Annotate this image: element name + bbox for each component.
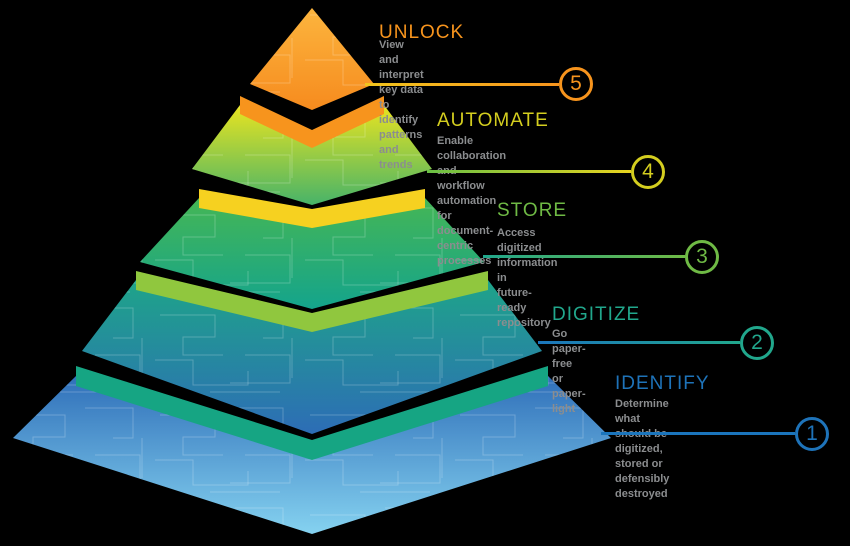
unlock-connector-line	[365, 83, 559, 86]
automate-circuit-overlay	[192, 105, 432, 205]
pyramid-level-digitize	[82, 271, 542, 434]
pyramid-level-automate	[192, 96, 432, 205]
store-circuit-overlay	[140, 198, 484, 309]
identify-title: IDENTIFY	[615, 373, 710, 394]
digitize-connector-line	[538, 341, 740, 344]
automate-number-badge: 4	[631, 155, 665, 189]
store-description: Access digitized information in future-r…	[497, 227, 558, 329]
automate-title: AUTOMATE	[437, 110, 549, 131]
identify-rim-band	[76, 366, 548, 460]
unlock-circuit-overlay	[250, 8, 374, 110]
identify-number-badge: 1	[795, 417, 829, 451]
pyramid-level-identify	[13, 366, 611, 534]
store-title: STORE	[497, 200, 568, 221]
pyramid-level-unlock	[250, 8, 374, 110]
unlock-title: UNLOCK	[379, 22, 465, 43]
digitize-title: DIGITIZE	[552, 304, 641, 325]
digitize-circuit-overlay	[82, 280, 542, 434]
unlock-number-badge: 5	[559, 67, 593, 101]
automate-description: Enable collaboration and workflow automa…	[437, 135, 507, 267]
identify-description: Determine what should be digitized, stor…	[615, 398, 670, 500]
identify-connector-line	[601, 432, 795, 435]
pyramid-level-store	[140, 189, 484, 309]
digitize-description: Go paper-free or paper-light	[552, 328, 586, 415]
digitize-rim-band	[136, 271, 488, 332]
unlock-description: View and interpret key data to identify …	[379, 39, 424, 171]
automate-rim-band	[240, 96, 384, 148]
digitize-number-badge: 2	[740, 326, 774, 360]
store-connector-line	[483, 255, 685, 258]
automate-connector-line	[427, 170, 631, 173]
store-rim-band	[199, 189, 425, 228]
store-number-badge: 3	[685, 240, 719, 274]
